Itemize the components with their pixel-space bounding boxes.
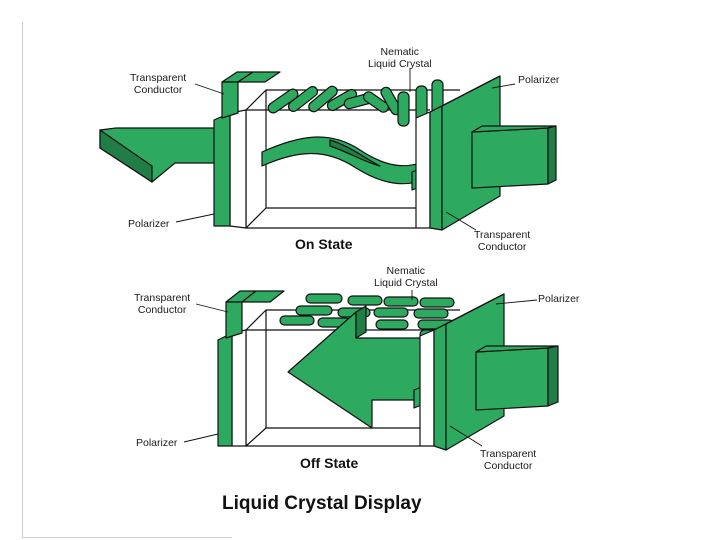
off-state-caption: Off State: [300, 455, 359, 471]
on-rod: [308, 85, 338, 113]
on-tc-left-line2: Conductor: [133, 84, 183, 96]
frame-left-line: [22, 22, 23, 538]
off-tc-left-line1: Transparent: [134, 292, 191, 304]
on-polarizer-right-label: Polarizer: [518, 74, 560, 86]
on-outgoing-light-side: [547, 125, 557, 185]
off-left-conductor-panel: [231, 329, 247, 447]
off-leader-lines: [183, 290, 538, 447]
off-rod: [413, 308, 449, 319]
off-rod: [347, 295, 383, 306]
off-arrow-shade: [355, 305, 367, 339]
off-transparent-conductor-left-label: Transparent Conductor: [134, 292, 190, 316]
off-left-polarizer-tab: [225, 301, 243, 339]
off-nematic-label: Nematic Liquid Crystal: [374, 265, 438, 289]
on-nematic-label: Nematic Liquid Crystal: [368, 46, 432, 70]
off-left-conductor-tab: [241, 290, 285, 303]
on-rod: [363, 91, 389, 113]
off-rod: [279, 315, 315, 326]
on-left-polarizer-tab: [221, 81, 239, 119]
on-rod: [397, 91, 410, 127]
on-state-caption: On State: [295, 236, 353, 252]
on-right-conductor-panel: [415, 111, 431, 229]
on-left-conductor-tab: [237, 71, 281, 83]
off-right-conductor-panel: [419, 329, 435, 447]
on-nematic-label-line1: Nematic: [380, 46, 420, 58]
off-polarizer-right-label: Polarizer: [538, 293, 580, 305]
on-left-polarizer-panel: [213, 112, 231, 227]
on-nematic-label-line2: Liquid Crystal: [368, 58, 432, 70]
diagram-title: Liquid Crystal Display: [222, 493, 422, 514]
on-twisted-light-ribbon: [261, 136, 431, 185]
on-tc-left-line1: Transparent: [130, 72, 187, 84]
on-incoming-arrow-shade: [99, 129, 153, 183]
off-outgoing-light-side: [547, 345, 559, 407]
on-transparent-conductor-right-label: Transparent Conductor: [474, 229, 530, 253]
off-polarizer-left-label: Polarizer: [136, 437, 178, 449]
frame-bottom-line: [22, 537, 232, 538]
off-state-illustration: [183, 290, 559, 451]
on-right-polarizer-front: [429, 105, 443, 231]
off-rod: [419, 297, 455, 308]
on-right-polarizer-top: [429, 75, 501, 113]
off-tc-right-line2: Conductor: [483, 460, 533, 472]
on-nematic-rods: [267, 79, 444, 127]
off-right-polarizer-top: [433, 293, 505, 331]
off-transparent-conductor-right-label: Transparent Conductor: [480, 448, 536, 472]
off-rod: [373, 307, 409, 318]
off-nematic-label-line1: Nematic: [386, 265, 426, 277]
on-rod: [267, 88, 299, 114]
on-left-conductor-panel: [229, 109, 247, 229]
on-polarizer-left-label: Polarizer: [128, 218, 170, 230]
off-right-polarizer-front: [433, 323, 447, 451]
off-rod: [383, 296, 419, 307]
off-nematic-label-line2: Liquid Crystal: [374, 277, 438, 289]
on-transparent-conductor-left-label: Transparent Conductor: [130, 72, 186, 96]
on-leader-lines: [175, 68, 516, 231]
off-rod: [295, 305, 333, 316]
on-tc-right-line1: Transparent: [474, 229, 531, 241]
on-tc-right-line2: Conductor: [477, 241, 527, 253]
off-rod: [375, 319, 409, 330]
off-tc-left-line2: Conductor: [137, 304, 187, 316]
off-left-polarizer-panel: [217, 332, 233, 447]
on-rod: [287, 86, 319, 112]
off-rod: [305, 293, 343, 304]
off-outgoing-light-front: [475, 347, 549, 411]
on-outgoing-light-front: [471, 127, 549, 189]
on-twisted-ribbon-shade: [329, 139, 381, 167]
on-state-illustration: [99, 68, 557, 231]
off-tc-right-line1: Transparent: [480, 448, 537, 460]
